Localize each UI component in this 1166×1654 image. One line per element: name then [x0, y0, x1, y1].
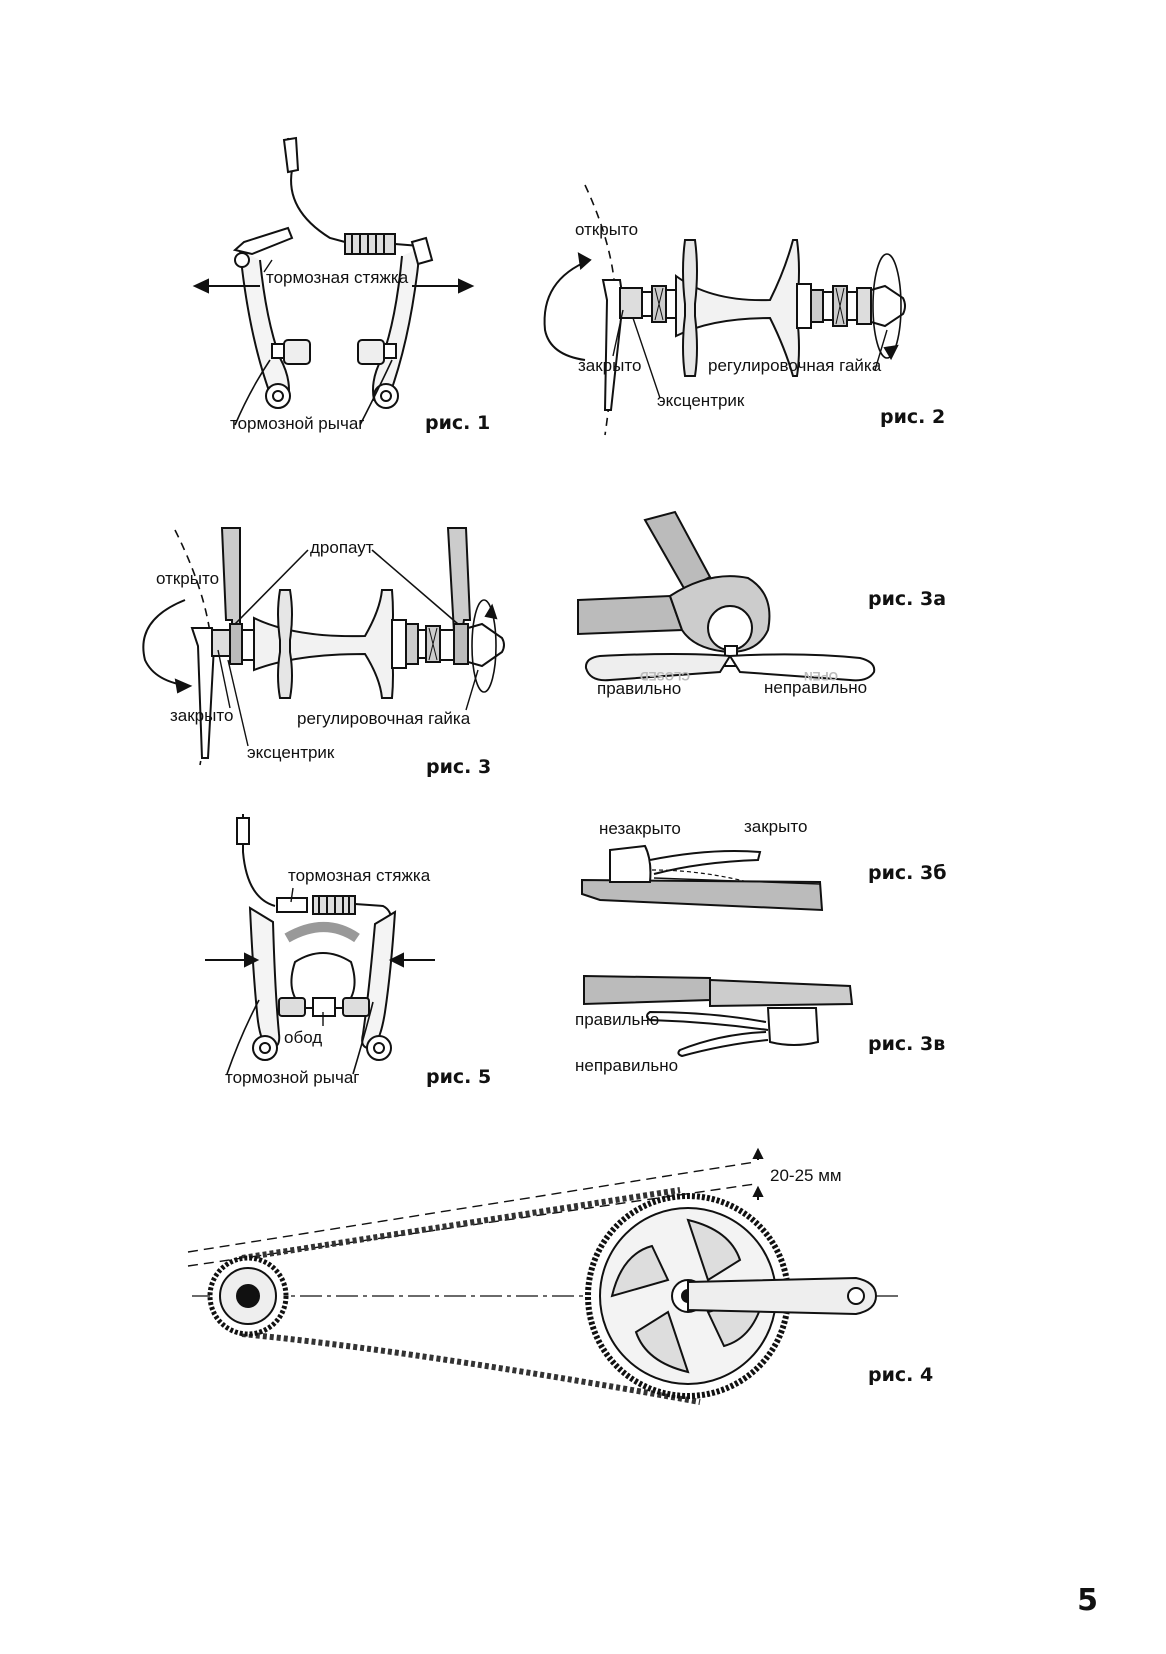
fig3b-not-closed-label: незакрыто	[599, 819, 681, 838]
fig3a-correct-label: правильно	[597, 679, 682, 698]
fig2-open-label: открыто	[575, 220, 639, 239]
fig2-caption: рис. 2	[880, 406, 946, 428]
fig3b-lever-closing-illustration	[581, 844, 824, 912]
fig4-slack-label: 20-25 мм	[770, 1166, 842, 1185]
fig4-chain-drive-illustration	[187, 1147, 898, 1405]
fig3-cam-label: эксцентрик	[247, 743, 335, 762]
fig1-caption: рис. 1	[425, 412, 491, 434]
fig5-cable-anchor-label: тормозная стяжка	[288, 866, 431, 885]
fig3-caption: рис. 3	[426, 756, 492, 778]
fig3-open-label: открыто	[156, 569, 220, 588]
fig4-caption: рис. 4	[868, 1364, 934, 1386]
page-number: 5	[1077, 1583, 1098, 1618]
fig3-closed-label: закрыто	[170, 706, 234, 725]
fig1-cable-anchor-label: тормозная стяжка	[266, 268, 409, 287]
fig5-brake-on-rim-illustration	[205, 814, 435, 1075]
fig1-v-brake-illustration	[192, 136, 475, 426]
fig3v-correct-label: правильно	[575, 1010, 660, 1029]
fig3a-lever-open-text: OPEN	[804, 669, 838, 683]
fig3-hub-in-dropouts-illustration	[142, 527, 505, 766]
fig1-brake-arm-label: тормозной рычаг	[230, 414, 365, 433]
fig5-brake-arm-label: тормозной рычаг	[225, 1068, 360, 1087]
fig2-quick-release-hub-illustration	[543, 184, 906, 436]
fig3v-lever-orientation-illustration	[583, 974, 854, 1058]
fig3a-caption: рис. 3а	[868, 588, 947, 610]
fig3a-lever-position-illustration: CLOSED OPEN	[577, 510, 876, 683]
fig2-cam-label: эксцентрик	[657, 391, 745, 410]
fig3v-caption: рис. 3в	[868, 1033, 946, 1055]
fig3b-caption: рис. 3б	[868, 862, 947, 884]
fig2-closed-label: закрыто	[578, 356, 642, 375]
fig5-caption: рис. 5	[426, 1066, 492, 1088]
fig3b-closed-label: закрыто	[744, 817, 808, 836]
fig3-adjusting-nut-label: регулировочная гайка	[297, 709, 471, 728]
fig2-adjusting-nut-label: регулировочная гайка	[708, 356, 882, 375]
fig3a-lever-closed-text: CLOSED	[640, 669, 690, 683]
fig3-dropout-label: дропаут	[310, 538, 374, 557]
fig3v-incorrect-label: неправильно	[575, 1056, 679, 1075]
fig3a-incorrect-label: неправильно	[764, 678, 868, 697]
fig5-rim-label: обод	[284, 1028, 323, 1047]
